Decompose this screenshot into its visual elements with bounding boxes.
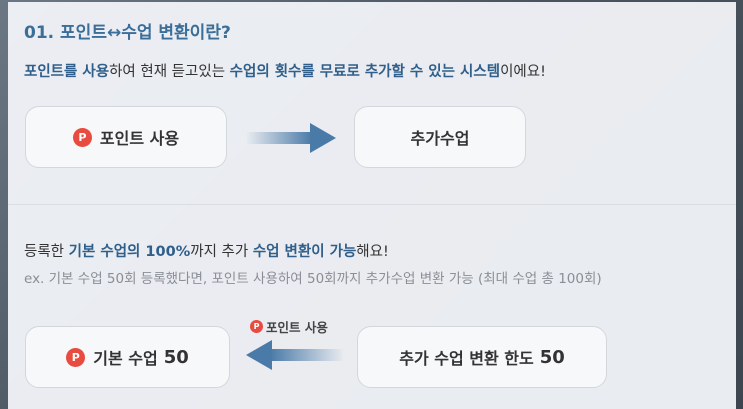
arrow-caption-text: 포인트 사용: [266, 320, 328, 335]
desc-highlight-1: 포인트를 사용: [24, 64, 110, 80]
arrow-caption: P 포인트 사용: [250, 317, 328, 336]
info-panel: 01. 포인트↔수업 변환이란? 포인트를 사용하여 현재 듣고있는 수업의 횟…: [8, 2, 736, 409]
desc-text-2: 이에요!: [500, 64, 546, 80]
base-class-count: 50: [163, 346, 189, 368]
base-class-label: 기본 수업: [93, 349, 158, 368]
base-class-box: P 기본 수업 50: [25, 326, 230, 388]
conversion-rule: 등록한 기본 수업의 100%까지 추가 수업 변환이 가능해요!: [24, 240, 389, 261]
rule-text-1: 등록한: [24, 244, 69, 260]
conversion-limit-label: 추가 수업 변환 한도: [399, 349, 534, 368]
point-icon: P: [66, 347, 86, 367]
right-arrow-icon: [246, 123, 336, 153]
section-title: 01. 포인트↔수업 변환이란?: [24, 23, 231, 43]
point-use-label: 포인트 사용: [99, 129, 180, 148]
point-icon-small: P: [250, 320, 263, 333]
rule-highlight-2: 수업 변환이 가능: [252, 244, 357, 260]
section-divider: [8, 204, 736, 205]
extra-class-label: 추가수업: [410, 129, 470, 148]
extra-class-box: 추가수업: [354, 106, 526, 168]
rule-text-2: 까지 추가: [190, 244, 253, 260]
point-use-box: P 포인트 사용: [25, 106, 227, 168]
desc-text-1: 하여 현재 듣고있는: [109, 64, 230, 80]
point-icon: P: [72, 127, 92, 147]
conversion-limit-count: 50: [539, 346, 565, 368]
conversion-limit-box: 추가 수업 변환 한도 50: [357, 326, 607, 388]
rule-text-3: 해요!: [356, 244, 389, 260]
example-text: ex. 기본 수업 50회 등록했다면, 포인트 사용하여 50회까지 추가수업…: [24, 271, 602, 287]
rule-highlight-1: 기본 수업의 100%: [68, 244, 191, 260]
desc-highlight-2: 수업의 횟수를 무료로 추가할 수 있는 시스템: [229, 64, 501, 80]
left-arrow-icon: [246, 340, 344, 370]
section-description: 포인트를 사용하여 현재 듣고있는 수업의 횟수를 무료로 추가할 수 있는 시…: [24, 60, 546, 81]
